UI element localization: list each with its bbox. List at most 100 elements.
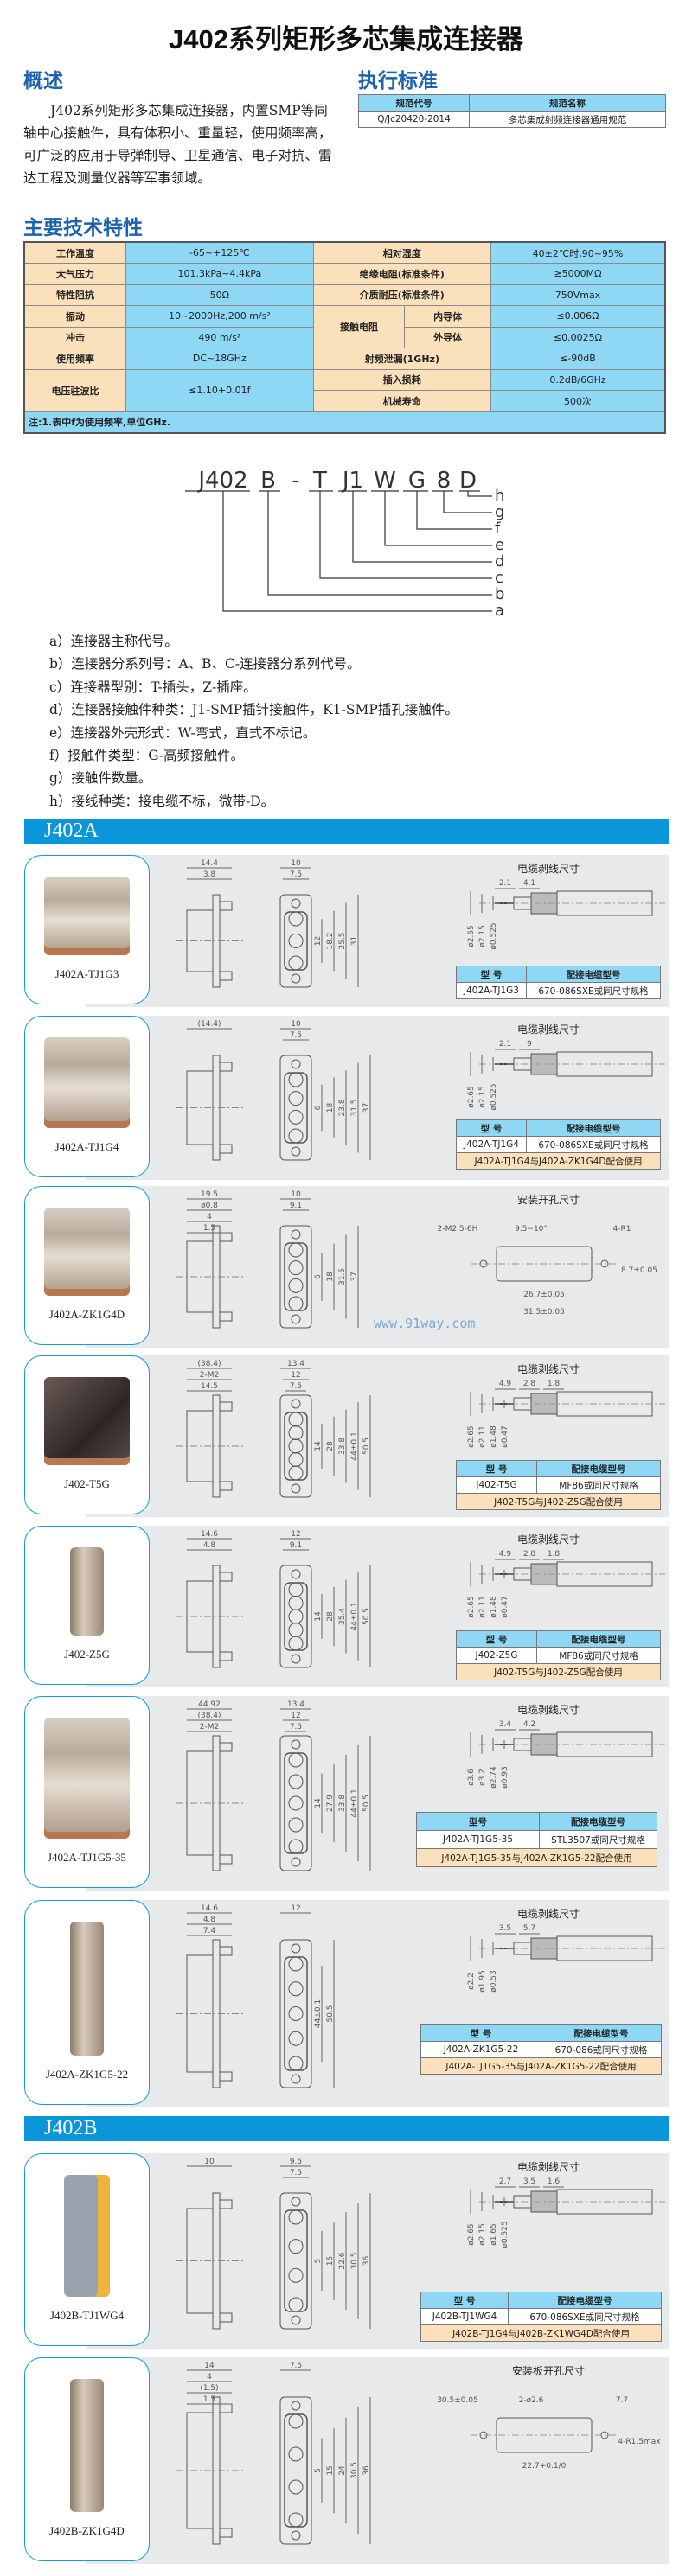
standard-heading: 执行标准 [358,69,438,92]
dimension-label: 1.8 [548,1550,561,1559]
dimension-label: 4 [207,2373,212,2382]
cable-table-note-row: J402A-TJ1G5-35与J402A-ZK1G5-22配合使用 [416,1848,657,1867]
dimension-label: 44.92 [198,1700,221,1709]
dimension-label: 50.5 [362,1608,371,1625]
section-bar-j402a: J402A [24,819,669,844]
dimension-label: 28 [326,1611,335,1622]
spec-note: 注:1.表中f为使用频率,单位GHz. [23,411,666,433]
spec-value: ≤1.10+0.01f [125,368,314,412]
contact-pin [288,2512,304,2528]
cable-table-cell: J402A-ZK1G5-22 [420,2041,541,2058]
dimension-label: (14.4) [197,1020,221,1029]
dimension-label: ø1.65 [490,2223,498,2246]
contact-pin [288,1260,304,1276]
drawing-title: 电缆剥线尺寸 [517,1908,580,1920]
mount-hole [291,1654,301,1664]
contact-pin [288,1242,304,1258]
code-letter: g [495,503,504,521]
dimension-label: 31.5 [338,1268,347,1285]
dimension-label: 1.5 [203,1224,215,1233]
legend-item: e）连接器外壳形式：W-弯式，直式不标记。 [49,724,317,741]
screw [219,2199,233,2209]
dimension-label: 7.5 [290,1031,302,1040]
dimension-label: ø2.74 [490,1766,498,1789]
product-name: J402B-TJ1WG4 [49,2309,125,2322]
product-photo [44,1718,130,1839]
dimension-label: 31 [350,936,359,946]
dimension-label: 2-M2.5-6H [438,1225,478,1234]
dimension-label: 26.7±0.05 [523,1291,565,1299]
dimension-label: ø0.525 [490,1083,498,1110]
dimension-label: 7.4 [203,1927,216,1935]
product-name: J402B-ZK1G4D [49,2524,125,2537]
dimension-label: 28 [326,1441,335,1451]
dimension-label: 14 [314,1798,323,1808]
dimension-label: ø0.525 [490,922,498,949]
code-part: J402 [196,468,247,494]
code-leader-line [352,491,492,563]
dimension-label: 6 [314,1274,323,1279]
dimension-label: 35.4 [338,1608,347,1625]
pin-window [284,1582,308,1651]
dimension-label: ø2.65 [467,1596,476,1618]
legend-item: g）接触件数量。 [49,770,152,787]
cable-table-cell: J402A-TJ1G4 [456,1136,527,1153]
product-card: J402-Z5G [24,1526,150,1685]
code-letter: b [495,585,504,603]
dimension-label: 7.5 [290,1382,302,1391]
dimension-label: 4 [207,1213,212,1221]
screw [219,1854,233,1865]
screw [219,2312,233,2323]
std-code: Q/Jc20420-2014 [358,111,470,128]
dimension-label: ø2.65 [467,925,476,947]
dimension-label: 2.8 [523,1380,536,1388]
front-view-shell [279,1735,312,1871]
cable-table-cell: J402A-TJ1G3 [456,982,527,999]
mount-hole [291,1059,301,1069]
product-card: J402A-TJ1G5-35 [24,1696,150,1888]
section-bar-j402b: J402B [24,2116,669,2141]
dimension-label: ø0.93 [501,1766,509,1789]
dimension-label: ø3.2 [478,1769,487,1786]
front-view-shell [279,1394,312,1498]
pin-window [284,1072,308,1144]
code-part: B [260,468,276,494]
code-part: 8 [437,468,452,494]
dimension-label: ø2.65 [467,2223,476,2246]
code-letter: a [495,602,504,620]
code-leader-line [267,491,492,596]
contact-pin [288,1795,304,1811]
contact-pin [288,2006,304,2021]
spec-label: 特性阻抗 [23,284,127,306]
contact-pin [288,934,304,948]
dimension-label: 3.4 [499,1720,512,1729]
dimension-label: ø2.65 [467,1425,476,1448]
dimension-label: 1.8 [548,1380,561,1388]
dimension-label: 14 [204,2362,215,2370]
drawing-title: 电缆剥线尺寸 [517,1533,580,1546]
dimension-label: (38.4) [197,1712,221,1720]
drawing-title: 电缆剥线尺寸 [517,2161,580,2173]
spec-label: 工作温度 [23,241,127,264]
dimension-label: 10 [291,1190,301,1199]
dimension-label: 7.5 [290,2169,302,2177]
product-photo [44,1208,130,1296]
spec-label: 大气压力 [23,263,127,285]
dimension-label: ø0.8 [201,1202,218,1210]
dimension-label: 2-ø2.6 [519,2396,544,2405]
dimension-label: 4-R1 [613,1225,631,1234]
cable-table-cell: STL3507或同尺寸规格 [539,1830,657,1849]
cable-table-cell: 670-086SXE或同尺寸规格 [508,2308,662,2325]
screw [219,1742,233,1752]
contact-pin [288,1596,304,1610]
pin-window [284,1752,308,1854]
